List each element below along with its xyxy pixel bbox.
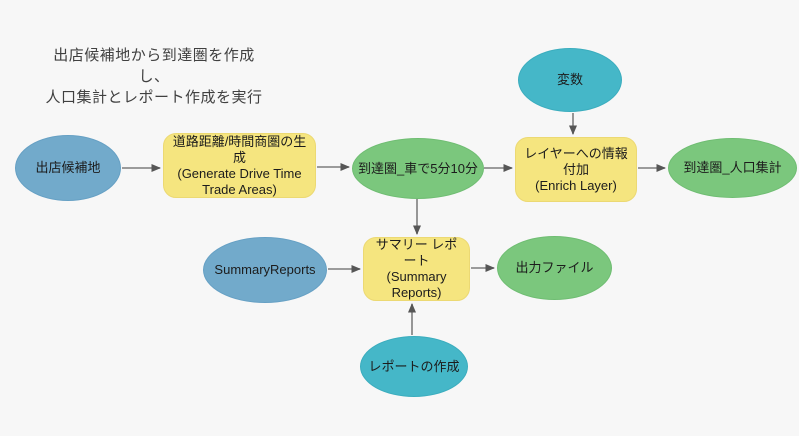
node-output-enriched-area[interactable]: 到達圏_人口集計 (668, 138, 797, 198)
node-output-file[interactable]: 出力ファイル (497, 236, 612, 300)
node-input-site-candidates[interactable]: 出店候補地 (15, 135, 121, 201)
node-label: 到達圏_人口集計 (683, 160, 782, 175)
node-label-en: (Generate Drive Time Trade Areas) (177, 165, 302, 197)
node-label-en: (Enrich Layer) (535, 177, 617, 193)
diagram-title-line2: 人口集計とレポート作成を実行 (45, 89, 263, 106)
node-label-jp: 道路距離/時間商圏の生成 (172, 133, 307, 165)
node-input-summary-reports[interactable]: SummaryReports (203, 237, 327, 303)
node-tool-enrich-layer[interactable]: レイヤーへの情報付加 (Enrich Layer) (515, 137, 637, 202)
node-label-jp: サマリー レポート (375, 237, 458, 268)
node-output-drive-time-area[interactable]: 到達圏_車で5分10分 (352, 138, 484, 199)
node-tool-generate-drive-time[interactable]: 道路距離/時間商圏の生成 (Generate Drive Time Trade … (163, 133, 316, 198)
node-label: 出力ファイル (515, 260, 594, 275)
diagram-title-line1: 出店候補地から到達圏を作成し、 (53, 47, 255, 85)
node-label: SummaryReports (214, 262, 316, 277)
node-variable[interactable]: 変数 (518, 48, 622, 112)
node-label: 変数 (556, 72, 583, 87)
node-label-en: (Summary Reports) (386, 269, 447, 300)
node-tool-summary-reports[interactable]: サマリー レポート (Summary Reports) (363, 237, 470, 301)
node-label: 出店候補地 (35, 160, 101, 175)
node-label: 到達圏_車で5分10分 (358, 160, 478, 176)
node-label: レポートの作成 (368, 358, 460, 374)
diagram-title: 出店候補地から到達圏を作成し、 人口集計とレポート作成を実行 (38, 45, 270, 108)
node-label-jp: レイヤーへの情報付加 (524, 145, 628, 177)
node-variable-create-report[interactable]: レポートの作成 (360, 336, 468, 397)
